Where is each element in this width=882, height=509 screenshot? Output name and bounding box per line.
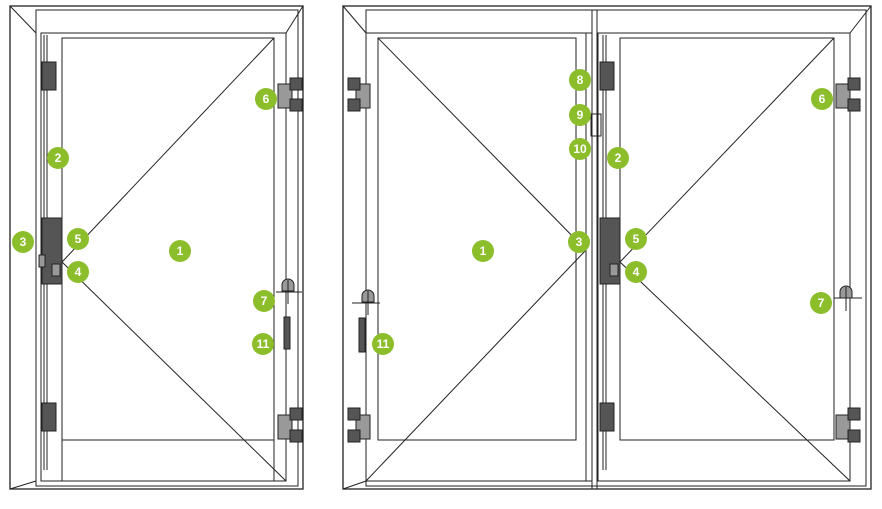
left-inner-frame [35,9,299,487]
svg-text:2: 2 [615,151,622,165]
right-right-leaf [597,32,851,482]
right-right-hinge-bottom [835,407,861,443]
svg-text:8: 8 [577,73,584,87]
badges: 1 2 3 4 5 6 7 11 1 3 8 9 10 2 5 4 6 7 11 [12,69,833,355]
right-left-hinge-top [347,77,371,112]
svg-text:2: 2 [55,151,62,165]
left-sash [40,32,287,482]
right-outer-frame [342,5,872,490]
left-handle [276,278,302,304]
right-latch [590,113,602,137]
right-right-handle [834,285,862,311]
badge-6-left: 6 [255,88,277,110]
svg-text:9: 9 [577,108,584,122]
left-top-keeper [41,61,57,91]
right-left-grip [358,317,366,353]
left-hinge-top [277,77,303,112]
svg-text:10: 10 [573,142,587,156]
badge-11-left: 11 [252,333,274,355]
svg-text:6: 6 [819,92,826,106]
badge-6-right: 6 [811,88,833,110]
badge-3-right: 3 [568,231,590,253]
svg-text:7: 7 [261,294,268,308]
badge-3-left: 3 [12,231,34,253]
svg-text:7: 7 [818,296,825,310]
svg-text:3: 3 [20,235,27,249]
right-right-diagonal-upper [619,37,835,263]
svg-text:11: 11 [257,337,270,351]
badge-4-right: 4 [625,261,647,283]
left-diagonal-lower [61,261,287,482]
badge-1-right: 1 [472,240,494,262]
left-bottom-keeper [41,402,57,432]
svg-text:5: 5 [75,232,82,246]
badge-7-right: 7 [810,292,832,314]
badge-2-right: 2 [607,147,629,169]
svg-text:5: 5 [633,232,640,246]
left-grip [283,316,291,350]
left-glass [61,37,275,441]
right-right-diagonal-lower [619,261,851,482]
badge-9-right: 9 [569,104,591,126]
badge-1-left: 1 [169,240,191,262]
svg-text:4: 4 [633,265,640,279]
badge-7-left: 7 [253,290,275,312]
badge-10-right: 10 [569,138,591,160]
badge-5-right: 5 [625,228,647,250]
svg-text:11: 11 [377,337,390,351]
svg-text:1: 1 [480,244,487,258]
badge-4-left: 4 [67,261,89,283]
left-hinge-bottom [277,407,303,443]
left-door [9,5,304,490]
right-left-diagonal-lower [365,249,587,482]
left-outer-frame [9,5,304,490]
right-left-hinge-bottom [347,407,371,443]
svg-text:4: 4 [75,265,82,279]
badge-11-right: 11 [372,333,394,355]
left-lock-cylinder [51,263,61,277]
right-right-hinge-top [835,77,861,112]
badge-5-left: 5 [67,228,89,250]
svg-text:1: 1 [177,244,184,258]
right-double-door [342,5,872,490]
right-left-diagonal-upper [377,37,587,251]
right-left-handle [352,289,380,315]
badge-2-left: 2 [47,147,69,169]
svg-text:6: 6 [263,92,270,106]
svg-text:3: 3 [576,235,583,249]
badge-8-right: 8 [569,69,591,91]
left-diagonal-upper [61,37,275,263]
